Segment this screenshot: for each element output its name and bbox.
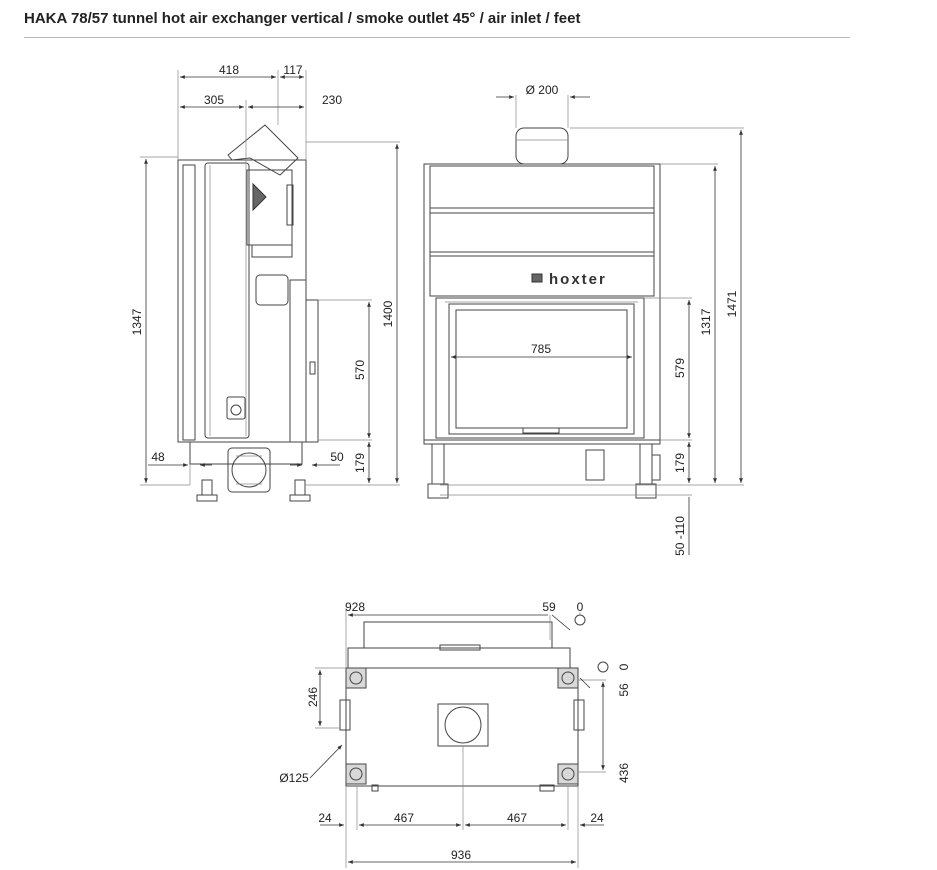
side-panel bbox=[204, 162, 250, 439]
smoke-outlet-45 bbox=[227, 124, 299, 176]
dim-56: 56 bbox=[617, 683, 631, 697]
page-title: HAKA 78/57 tunnel hot air exchanger vert… bbox=[24, 10, 581, 27]
front-view: hoxter Ø 200 785 579 bbox=[423, 83, 744, 556]
door-glass bbox=[448, 303, 635, 435]
side-door-frame bbox=[182, 164, 196, 441]
air-control bbox=[585, 449, 605, 481]
dim-1317: 1317 bbox=[699, 308, 713, 335]
air-inlet bbox=[227, 447, 271, 493]
side-foot-left bbox=[201, 479, 213, 496]
dim-928: 928 bbox=[345, 600, 365, 614]
dim-305: 305 bbox=[204, 93, 224, 107]
top-foot-tl bbox=[345, 667, 367, 689]
dim-579: 579 bbox=[673, 358, 687, 378]
dim-436: 436 bbox=[617, 763, 631, 783]
front-hood bbox=[429, 165, 655, 297]
hoxter-logo: hoxter bbox=[549, 271, 607, 288]
hoxter-logo-mark bbox=[531, 273, 543, 283]
door-handle bbox=[522, 427, 560, 434]
dim-230: 230 bbox=[322, 93, 342, 107]
air-flap bbox=[252, 182, 267, 212]
dim-467-left: 467 bbox=[394, 811, 414, 825]
top-foot-br bbox=[557, 763, 579, 785]
dim-1471: 1471 bbox=[725, 290, 739, 317]
dim-48: 48 bbox=[151, 450, 165, 464]
dim-59: 59 bbox=[542, 600, 556, 614]
dim-179-front: 179 bbox=[673, 453, 687, 473]
dim-467-right: 467 bbox=[507, 811, 527, 825]
top-foot-bl bbox=[345, 763, 367, 785]
dim-24-right: 24 bbox=[590, 811, 604, 825]
title-divider bbox=[24, 37, 850, 38]
dim-50: 50 bbox=[330, 450, 344, 464]
front-foot-right bbox=[639, 443, 653, 485]
origin-marker-right bbox=[597, 661, 609, 673]
side-foot-right bbox=[294, 479, 306, 496]
side-view: 418 117 305 230 1347 48 50 570 179 1400 bbox=[130, 63, 400, 502]
dim-200: Ø 200 bbox=[526, 83, 559, 97]
top-body bbox=[345, 667, 579, 787]
dim-936: 936 bbox=[451, 848, 471, 862]
side-base bbox=[189, 441, 303, 465]
dim-418: 418 bbox=[219, 63, 239, 77]
dim-570: 570 bbox=[353, 360, 367, 380]
dim-179-side: 179 bbox=[353, 453, 367, 473]
dim-1400: 1400 bbox=[381, 300, 395, 327]
dim-0-top: 0 bbox=[577, 600, 584, 614]
top-view: 928 59 0 0 56 436 246 Ø125 24 467 467 24… bbox=[279, 600, 631, 868]
origin-marker-top bbox=[574, 614, 586, 626]
control-knob bbox=[226, 396, 246, 420]
dim-24-left: 24 bbox=[318, 811, 332, 825]
dim-125: Ø125 bbox=[279, 771, 309, 785]
top-hood bbox=[363, 621, 553, 649]
dim-50-110: 50 -110 bbox=[673, 516, 687, 556]
top-foot-tr bbox=[557, 667, 579, 689]
dim-117: 117 bbox=[283, 63, 302, 77]
front-foot-left bbox=[431, 443, 445, 485]
door-frame bbox=[435, 297, 645, 439]
dim-785: 785 bbox=[531, 342, 551, 356]
dim-246: 246 bbox=[306, 687, 320, 707]
flue-collar bbox=[515, 127, 569, 165]
dim-0-right: 0 bbox=[617, 663, 631, 670]
dim-1347: 1347 bbox=[130, 308, 144, 335]
